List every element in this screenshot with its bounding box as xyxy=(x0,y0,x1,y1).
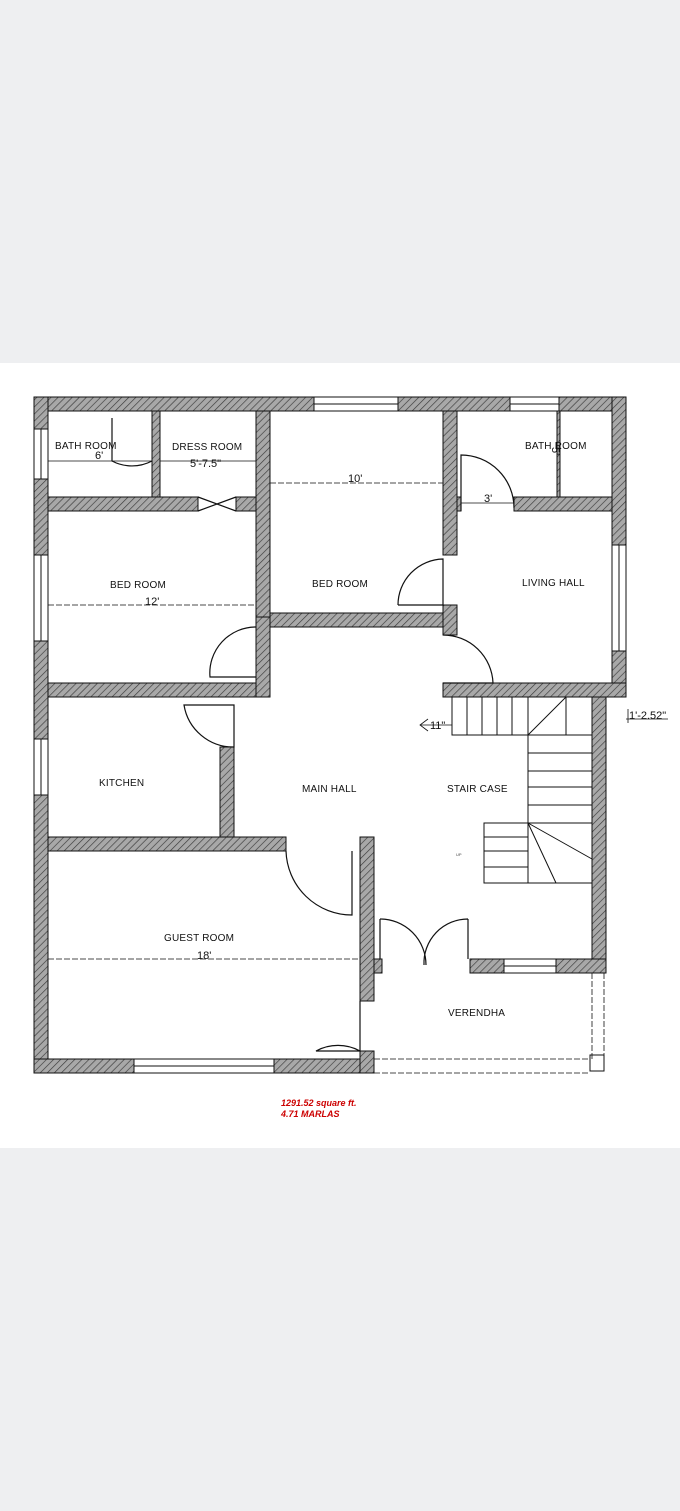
dim-guest-width: 18' xyxy=(197,950,211,962)
wall-kitchen-top xyxy=(47,682,269,698)
door-bath1 xyxy=(111,418,153,467)
wall-guest-right-low xyxy=(359,1050,375,1074)
label-main-hall: MAIN HALL xyxy=(302,784,357,795)
wall-bed2-right-low xyxy=(442,604,458,636)
wall-left-2 xyxy=(33,478,49,556)
label-bed-room-2: BED ROOM xyxy=(312,579,368,590)
dim-bed1-width: 12' xyxy=(145,596,159,608)
dim-bath2-width: 5' xyxy=(549,447,561,455)
wall-living-bottom xyxy=(442,682,627,698)
wall-kitchen-right xyxy=(219,746,235,838)
windows xyxy=(33,396,627,1074)
label-kitchen: KITCHEN xyxy=(99,778,144,789)
wall-bed2-right xyxy=(442,410,458,556)
door-kitchen xyxy=(183,704,235,748)
walls xyxy=(33,396,627,1074)
wall-left-4 xyxy=(33,794,49,1074)
room-labels: BATH ROOM DRESS ROOM BED ROOM BED ROOM B… xyxy=(55,441,587,1019)
dimension-lines xyxy=(48,445,668,1074)
label-bath-room-1: BATH ROOM xyxy=(55,441,117,452)
label-verendha: VERENDHA xyxy=(448,1008,505,1019)
floor-plan-panel: BATH ROOM DRESS ROOM BED ROOM BED ROOM B… xyxy=(0,363,680,1148)
door-guest-main xyxy=(285,850,353,916)
door-entry-left xyxy=(379,918,427,966)
wall-bed1-lower xyxy=(255,616,271,698)
wall-guest-right xyxy=(359,836,375,1002)
dim-stair-width: 11" xyxy=(430,720,445,732)
door-bath2 xyxy=(460,454,515,511)
door-bed2 xyxy=(397,558,444,606)
wall-top-left xyxy=(33,396,315,412)
stair-up-mark: UP xyxy=(456,852,462,857)
wall-left-3 xyxy=(33,640,49,740)
wall-bath-dress xyxy=(151,410,161,498)
wall-bottom-1 xyxy=(33,1058,135,1074)
wall-left-1 xyxy=(33,396,49,430)
wall-stair-right xyxy=(591,696,607,972)
door-entry-right xyxy=(423,918,469,966)
wall-guest-top xyxy=(47,836,287,852)
doors xyxy=(111,418,515,1053)
floor-plan: BATH ROOM DRESS ROOM BED ROOM BED ROOM B… xyxy=(33,396,668,1074)
dim-outer-offset: 1'-2.52" xyxy=(629,710,666,722)
wall-bed1-right xyxy=(255,410,271,618)
wall-bath2-bottom xyxy=(513,496,613,512)
label-guest-room: GUEST ROOM xyxy=(164,933,234,944)
door-living xyxy=(442,634,494,684)
door-bed1 xyxy=(209,626,257,678)
stair-case xyxy=(451,696,593,884)
label-stair-case: STAIR CASE xyxy=(447,784,508,795)
wall-bed2-bottom xyxy=(269,612,444,628)
label-living-hall: LIVING HALL xyxy=(522,578,585,589)
dimension-labels: 6' 5'-7.5" 10' 5' 3' 12' 11" 1'-2.52" 18… xyxy=(95,447,666,962)
dim-bed2-width: 10' xyxy=(348,473,362,485)
dim-dress-width: 5'-7.5" xyxy=(190,458,221,470)
label-dress-room: DRESS ROOM xyxy=(172,442,242,453)
door-dress-sliding xyxy=(197,496,237,512)
area-marlas: 4.71 MARLAS xyxy=(281,1109,340,1119)
label-bed-room-1: BED ROOM xyxy=(110,580,166,591)
dim-bath1-width: 6' xyxy=(95,450,103,462)
door-guest-verendha xyxy=(315,1001,361,1053)
label-bath-room-2: BATH ROOM xyxy=(525,441,587,452)
area-note: 1291.52 square ft. 4.71 MARLAS xyxy=(281,1098,357,1120)
wall-dress-bottom xyxy=(47,496,199,512)
wall-right-1 xyxy=(611,396,627,546)
area-square-ft: 1291.52 square ft. xyxy=(281,1098,357,1108)
dim-bath2-door: 3' xyxy=(484,493,492,505)
wall-bottom-2 xyxy=(273,1058,375,1074)
wall-top-mid xyxy=(397,396,511,412)
wall-verendha-stub xyxy=(373,958,383,974)
